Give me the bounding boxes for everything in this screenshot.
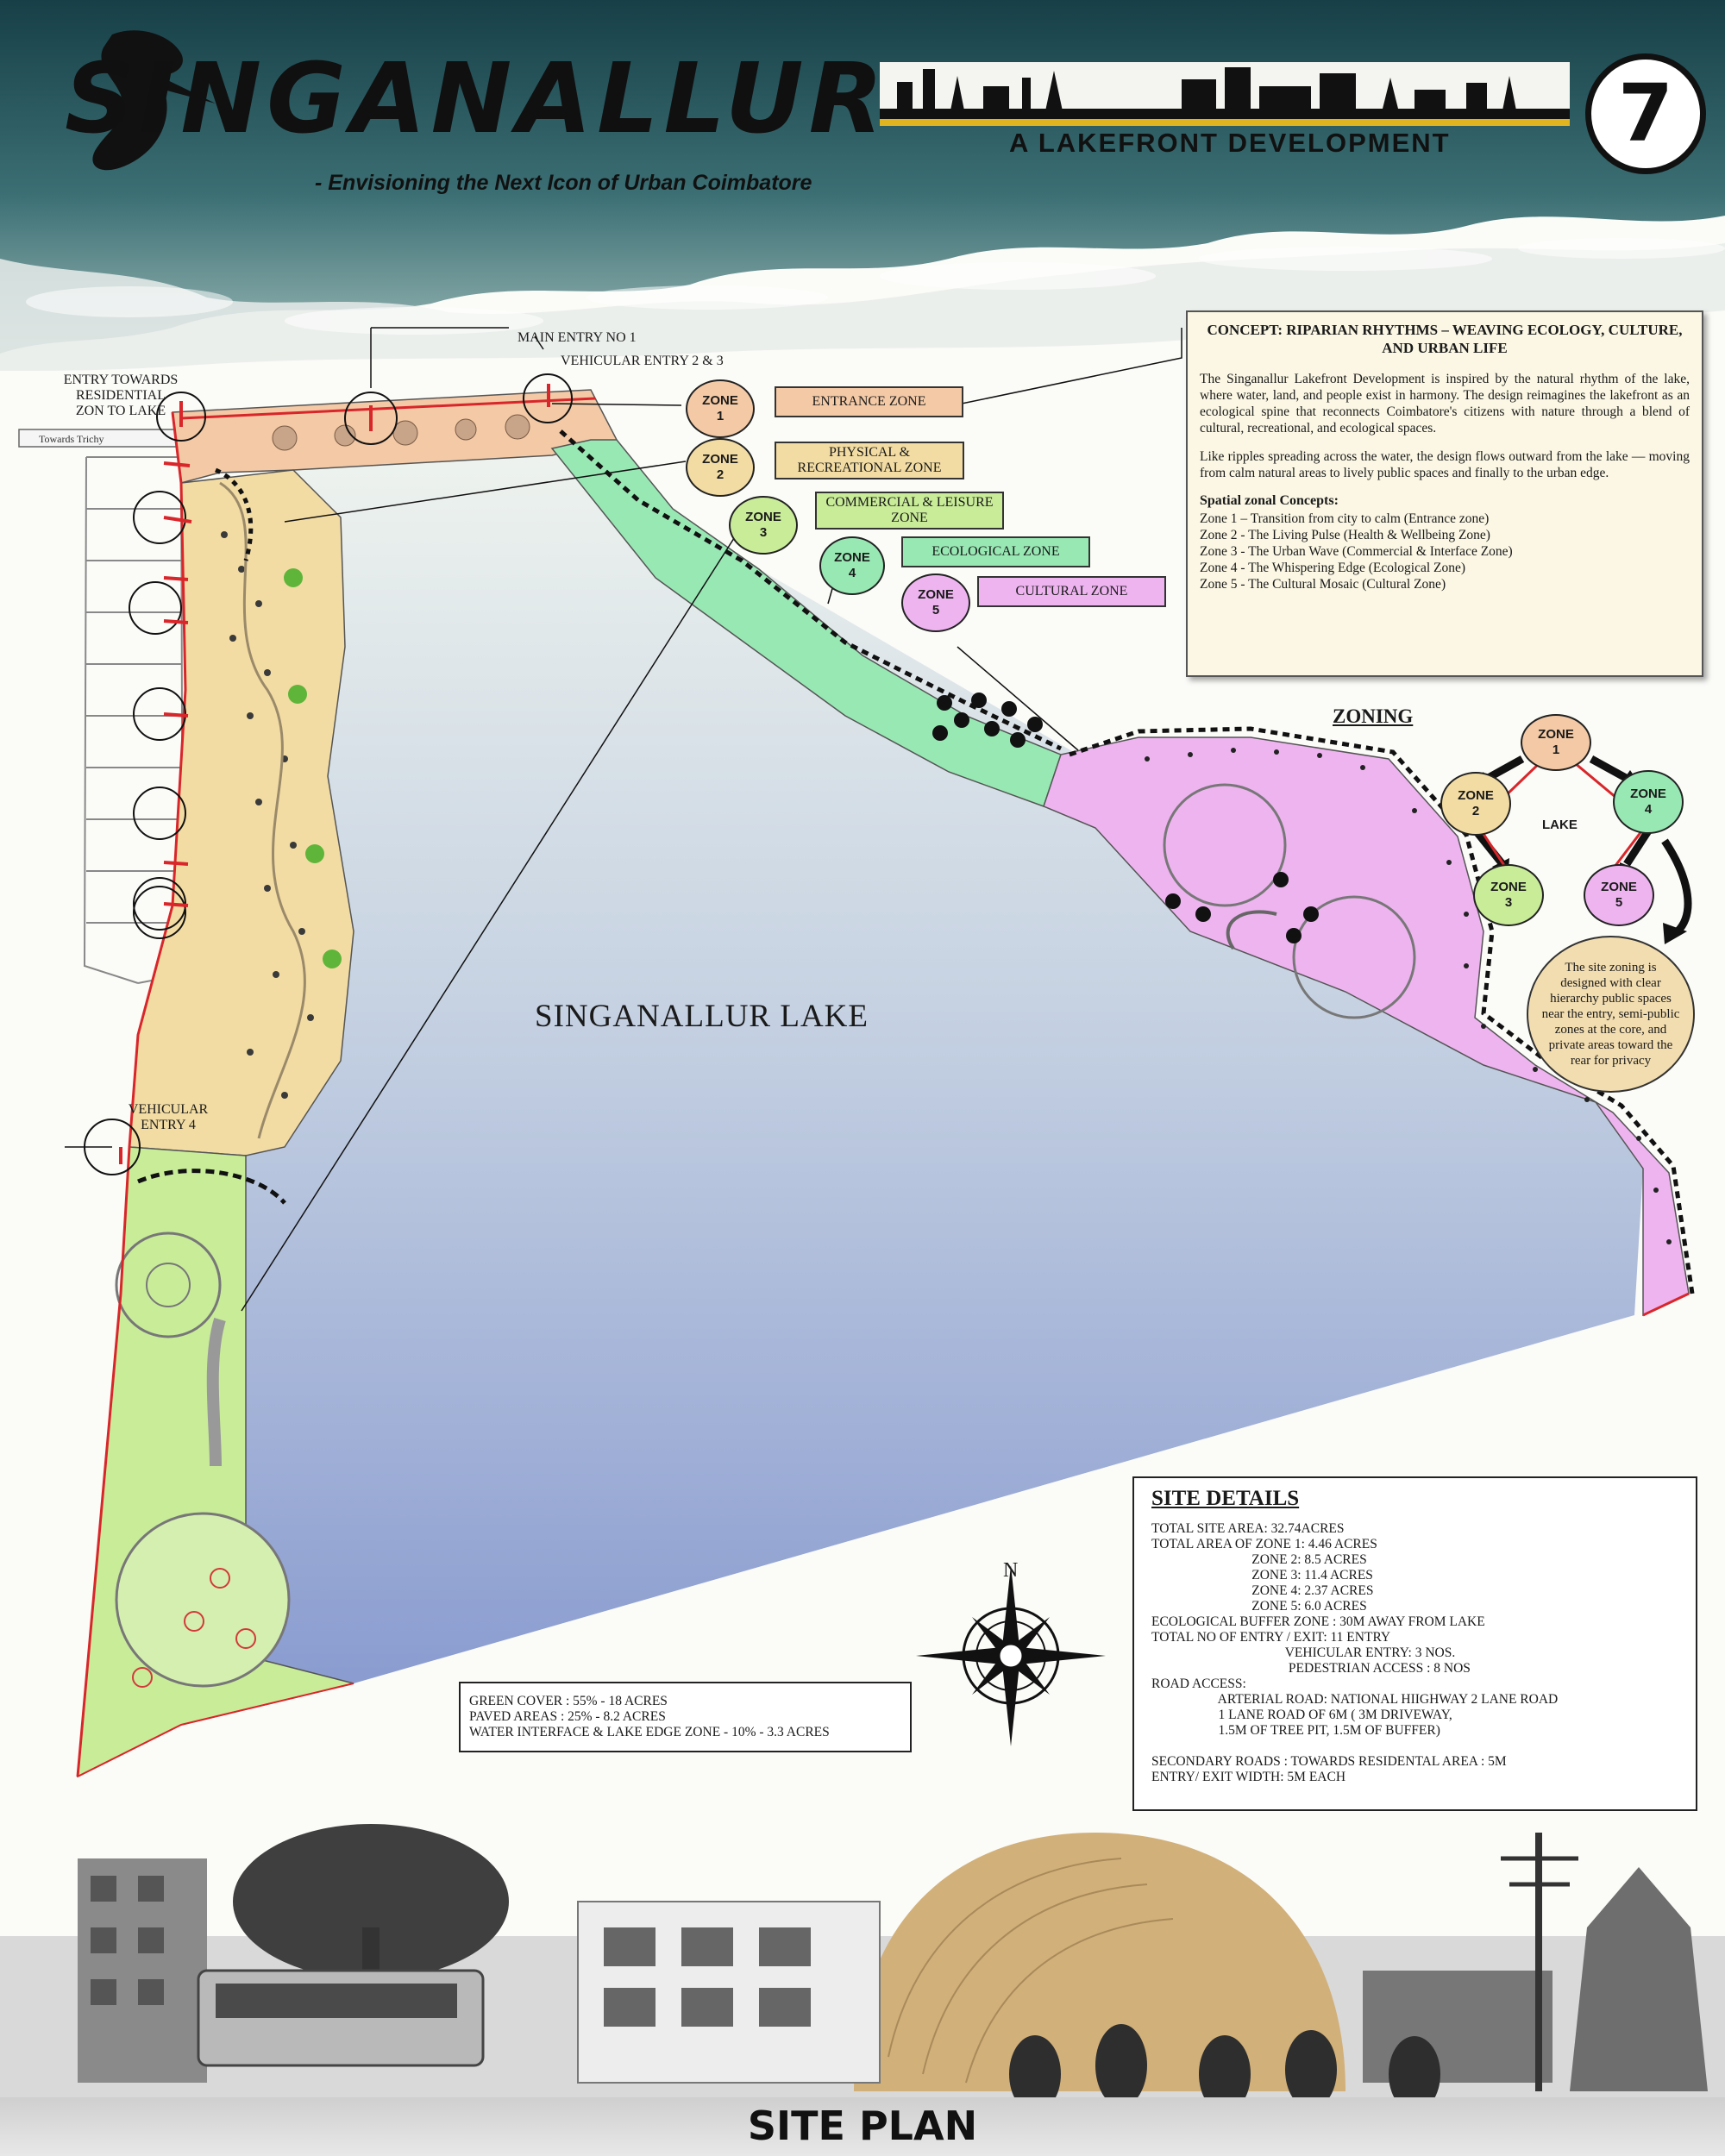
site-detail-line: ROAD ACCESS: <box>1151 1677 1246 1691</box>
north-label: N <box>1003 1559 1019 1582</box>
zone-2-recreational-area <box>129 469 354 1156</box>
page-title: SINGANALLUR <box>65 43 888 155</box>
site-detail-line: ZONE 4: 2.37 ACRES <box>1151 1583 1374 1598</box>
zone-concept-item: Zone 1 – Transition from city to calm (E… <box>1200 511 1490 526</box>
vehicular-entry-4-label: VEHICULAR ENTRY 4 <box>128 1102 209 1132</box>
vehicular-entry-2-3-label: VEHICULAR ENTRY 2 & 3 <box>561 354 724 368</box>
site-detail-line: ZONE 2: 8.5 ACRES <box>1151 1552 1367 1567</box>
header-sea-banner <box>0 0 1725 371</box>
coverage-line: GREEN COVER : 55% - 18 ACRES <box>469 1694 668 1708</box>
coverage-line: PAVED AREAS : 25% - 8.2 ACRES <box>469 1709 666 1724</box>
site-boundary <box>76 411 187 1777</box>
site-detail-line <box>1151 1739 1678 1754</box>
zone-concept-item: Zone 4 - The Whispering Edge (Ecological… <box>1200 561 1466 575</box>
legend-ecological-zone: ECOLOGICAL ZONE <box>901 536 1090 567</box>
site-detail-line: 1.5M OF TREE PIT, 1.5M OF BUFFER) <box>1151 1723 1440 1738</box>
heron-logo-icon <box>92 30 216 171</box>
zone-leader-lines <box>65 327 1182 1312</box>
zoning-note: The site zoning is designed with clear h… <box>1527 936 1695 1093</box>
site-detail-line: ZONE 5: 6.0 ACRES <box>1151 1599 1367 1614</box>
main-entry-label: MAIN ENTRY NO 1 <box>518 330 637 345</box>
entry-residential-label: ENTRY TOWARDS RESIDENTIAL ZON TO LAKE <box>63 373 179 418</box>
site-details-title: SITE DETAILS <box>1151 1487 1300 1510</box>
site-details-panel: SITE DETAILS TOTAL SITE AREA: 32.74ACRES… <box>1132 1476 1697 1811</box>
street-life-collage <box>0 1824 1725 2109</box>
sheet-number-badge: 7 <box>1585 53 1706 174</box>
site-detail-line: ENTRY/ EXIT WIDTH: 5M EACH <box>1151 1770 1346 1784</box>
entry-markers <box>84 373 573 1175</box>
site-plan-title: SITE PLAN <box>747 2103 978 2149</box>
site-detail-line: TOTAL SITE AREA: 32.74ACRES <box>1151 1521 1345 1536</box>
zone-5-cultural-area <box>1043 736 1690 1317</box>
zone-concept-item: Zone 2 - The Living Pulse (Health & Well… <box>1200 528 1490 542</box>
concept-paragraph-2: Like ripples spreading across the water,… <box>1200 449 1690 480</box>
zone-concept-item: Zone 3 - The Urban Wave (Commercial & In… <box>1200 544 1513 559</box>
concept-panel: CONCEPT: RIPARIAN RHYTHMS – WEAVING ECOL… <box>1186 310 1703 677</box>
residential-plots <box>22 439 185 984</box>
site-detail-line: PEDESTRIAN ACCESS : 8 NOS <box>1151 1661 1471 1676</box>
concept-paragraph-1: The Singanallur Lakefront Development is… <box>1200 372 1690 436</box>
site-detail-line: ECOLOGICAL BUFFER ZONE : 30M AWAY FROM L… <box>1151 1614 1485 1629</box>
site-detail-line: VEHICULAR ENTRY: 3 NOS. <box>1151 1645 1456 1660</box>
zoning-lake-label: LAKE <box>1542 818 1578 832</box>
zone-concept-item: Zone 5 - The Cultural Mosaic (Cultural Z… <box>1200 577 1446 592</box>
lake-label: SINGANALLUR LAKE <box>535 999 869 1034</box>
site-detail-line: 1 LANE ROAD OF 6M ( 3M DRIVEWAY, <box>1151 1708 1452 1722</box>
zoning-title: ZONING <box>1333 705 1414 727</box>
site-detail-line: TOTAL AREA OF ZONE 1: 4.46 ACRES <box>1151 1537 1377 1551</box>
towards-trichy-label: Towards Trichy <box>39 433 104 445</box>
coverage-line: WATER INTERFACE & LAKE EDGE ZONE - 10% -… <box>469 1725 830 1739</box>
site-detail-line: TOTAL NO OF ENTRY / EXIT: 11 ENTRY <box>1151 1630 1391 1645</box>
site-detail-line: ZONE 3: 11.4 ACRES <box>1151 1568 1373 1583</box>
project-tagline: A LAKEFRONT DEVELOPMENT <box>1009 128 1451 158</box>
site-detail-line: SECONDARY ROADS : TOWARDS RESIDENTAL ARE… <box>1151 1754 1507 1769</box>
concept-title: CONCEPT: RIPARIAN RHYTHMS – WEAVING ECOL… <box>1207 322 1683 356</box>
legend-entrance-zone: ENTRANCE ZONE <box>775 386 963 417</box>
legend-cultural-zone: CULTURAL ZONE <box>977 576 1166 607</box>
footer-bar <box>0 2097 1725 2156</box>
legend-commercial-zone: COMMERCIAL & LEISURE ZONE <box>815 492 1004 530</box>
spatial-concepts-heading: Spatial zonal Concepts: <box>1200 493 1339 508</box>
legend-recreational-zone: PHYSICAL & RECREATIONAL ZONE <box>775 442 964 479</box>
coverage-summary: GREEN COVER : 55% - 18 ACRES PAVED AREAS… <box>459 1682 912 1752</box>
site-detail-line: ARTERIAL ROAD: NATIONAL HIIGHWAY 2 LANE … <box>1151 1692 1559 1707</box>
page-subtitle: - Envisioning the Next Icon of Urban Coi… <box>315 171 812 195</box>
north-compass-icon <box>916 1565 1106 1746</box>
